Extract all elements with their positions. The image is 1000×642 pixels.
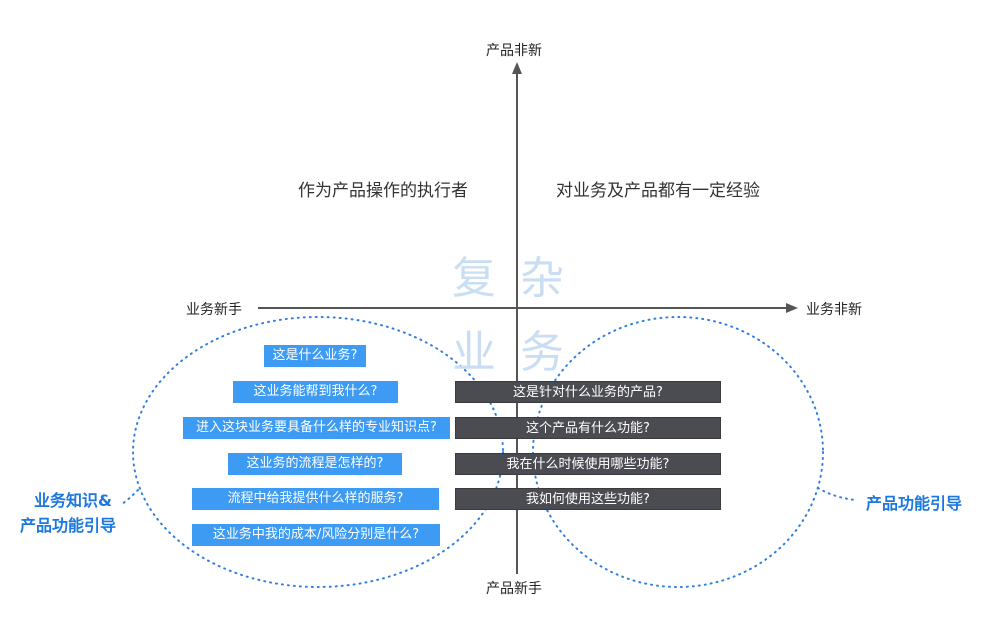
left-question-box: 流程中给我提供什么样的服务? bbox=[192, 488, 439, 510]
left-dotted-ellipse bbox=[132, 316, 504, 588]
top-right-quadrant-text: 对业务及产品都有一定经验 bbox=[556, 181, 760, 201]
right-question-box: 这是针对什么业务的产品? bbox=[455, 381, 721, 403]
left-question-box: 这业务的流程是怎样的? bbox=[228, 453, 402, 475]
left-question-box: 这业务中我的成本/风险分别是什么? bbox=[192, 524, 440, 546]
left-ellipse-tail bbox=[121, 489, 139, 505]
right-dotted-ellipse bbox=[532, 316, 824, 588]
left-group-title-line2: 产品功能引导 bbox=[20, 516, 117, 535]
y-axis-top-label: 产品非新 bbox=[486, 43, 542, 59]
x-axis-right-label: 业务非新 bbox=[806, 302, 862, 318]
top-left-quadrant-text: 作为产品操作的执行者 bbox=[298, 181, 468, 201]
x-axis-left-label: 业务新手 bbox=[186, 302, 242, 318]
right-question-box: 我在什么时候使用哪些功能? bbox=[455, 453, 721, 475]
right-question-box: 这个产品有什么功能? bbox=[455, 417, 721, 439]
x-axis-arrowhead bbox=[786, 303, 798, 313]
left-question-box: 这业务能帮到我什么? bbox=[233, 381, 398, 403]
y-axis-arrowhead bbox=[512, 62, 522, 74]
y-axis-bottom-label: 产品新手 bbox=[486, 581, 542, 597]
watermark-line2: 业务 bbox=[452, 327, 588, 378]
right-ellipse-tail bbox=[817, 487, 857, 501]
left-group-title-line1: 业务知识& bbox=[34, 491, 112, 510]
right-group-title: 产品功能引导 bbox=[866, 494, 963, 513]
left-question-box: 进入这块业务要具备什么样的专业知识点? bbox=[183, 417, 450, 439]
right-question-box: 我如何使用这些功能? bbox=[455, 488, 721, 510]
watermark-line1: 复杂 bbox=[452, 253, 588, 304]
left-question-box: 这是什么业务? bbox=[264, 345, 366, 367]
